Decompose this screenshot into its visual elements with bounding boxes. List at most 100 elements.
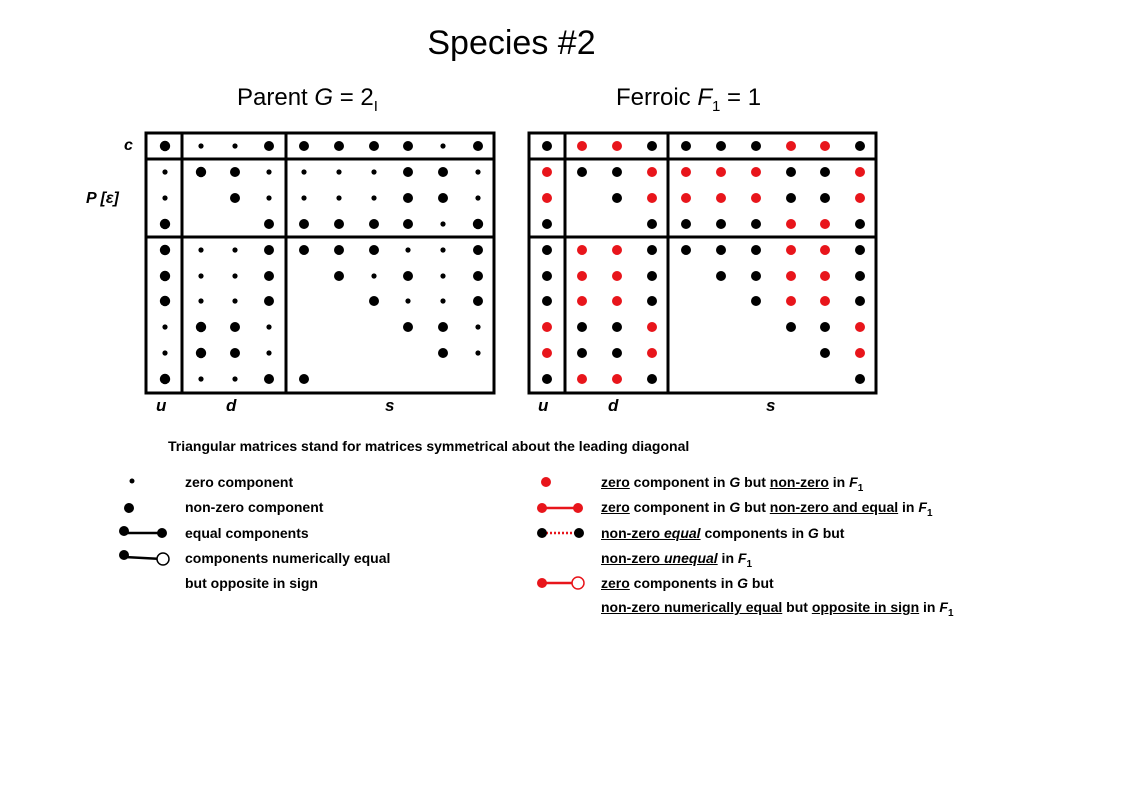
parent-dot-r7-c10 <box>473 296 483 306</box>
parent-dot-r5-c3 <box>232 247 238 253</box>
ferroic-dot-r7-c3 <box>612 296 622 306</box>
parent-dot-r8-c2 <box>195 321 207 333</box>
ferroic-dot-r3-c9 <box>820 193 830 203</box>
legend-equal-to-unequal: non-zero equal components in G but <box>601 525 845 541</box>
ferroic-dot-r7-c1 <box>542 296 552 306</box>
col-label-u-ferroic: u <box>538 396 549 415</box>
parent-dot-r6-c7 <box>371 273 377 279</box>
ferroic-dot-r4-c8 <box>786 219 796 229</box>
parent-dot-r3-c1 <box>162 195 168 201</box>
parent-dot-r7-c4 <box>264 296 274 306</box>
parent-dot-r4-c4 <box>264 219 274 229</box>
parent-dot-r1-c4 <box>264 141 274 151</box>
ferroic-dot-r8-c10 <box>855 322 865 332</box>
ferroic-dot-r1-c4 <box>647 141 657 151</box>
ferroic-dot-r3-c7 <box>751 193 761 203</box>
parent-dot-r9-c4 <box>266 350 272 356</box>
row-label-c: c <box>124 137 133 154</box>
parent-dot-r8-c3 <box>230 322 240 332</box>
parent-dot-r4-c6 <box>334 219 344 229</box>
legend-red-zero-equal: zero component in G but non-zero and equ… <box>601 499 933 519</box>
ferroic-dot-r3-c6 <box>716 193 726 203</box>
ferroic-dot-r4-c7 <box>751 219 761 229</box>
legend-opposite-sign: components numerically equal <box>185 550 391 566</box>
ferroic-dot-r5-c4 <box>647 245 657 255</box>
legend-red-opposite-icon <box>537 576 585 590</box>
parent-dot-r6-c9 <box>440 273 446 279</box>
col-label-s-ferroic: s <box>766 396 776 415</box>
ferroic-dot-r5-c3 <box>612 245 622 255</box>
legend-red-link-icon <box>537 503 583 513</box>
parent-dot-r1-c5 <box>299 141 309 151</box>
legend-red-opposite-sign-cont: non-zero numerically equal but opposite … <box>601 599 954 619</box>
parent-dot-r4-c9 <box>440 221 446 227</box>
legend-opposite-sign-cont: but opposite in sign <box>185 575 318 591</box>
legend-equal-link-icon <box>119 526 167 538</box>
ferroic-dot-r6-c1 <box>542 271 552 281</box>
parent-dot-r10-c2 <box>198 376 204 382</box>
ferroic-dot-r3-c3 <box>612 193 622 203</box>
ferroic-dot-r8-c2 <box>577 322 587 332</box>
legend-red-opposite-sign: zero components in G but <box>601 575 774 591</box>
parent-dot-r6-c2 <box>198 273 204 279</box>
ferroic-dot-r10-c4 <box>647 374 657 384</box>
col-label-s-parent: s <box>385 396 395 415</box>
ferroic-group-heading: Ferroic F1 = 1 <box>616 84 762 115</box>
ferroic-dot-r7-c9 <box>820 296 830 306</box>
parent-dot-r9-c10 <box>475 350 481 356</box>
parent-dot-r10-c4 <box>264 374 274 384</box>
ferroic-dot-r1-c10 <box>855 141 865 151</box>
parent-dot-r4-c8 <box>403 219 413 229</box>
parent-dot-r8-c10 <box>475 324 481 330</box>
parent-group-heading: Parent G = 2I <box>237 84 378 115</box>
ferroic-dot-r4-c10 <box>855 219 865 229</box>
parent-dot-r4-c10 <box>472 218 484 230</box>
parent-dot-r6-c6 <box>334 271 344 281</box>
parent-dot-r10-c3 <box>232 376 238 382</box>
legend-small-dot <box>129 478 135 484</box>
ferroic-dot-r7-c2 <box>577 296 587 306</box>
page-title: Species #2 <box>427 24 596 62</box>
parent-dot-r2-c2 <box>195 166 207 178</box>
ferroic-matrix-dots <box>542 141 865 384</box>
ferroic-dot-r2-c9 <box>820 167 830 177</box>
ferroic-dot-r8-c8 <box>786 322 796 332</box>
ferroic-dot-r8-c3 <box>612 322 622 332</box>
parent-dot-r3-c10 <box>475 195 481 201</box>
ferroic-dot-r1-c9 <box>820 141 830 151</box>
parent-dot-r2-c1 <box>162 169 168 175</box>
parent-dot-r5-c1 <box>159 244 171 256</box>
parent-dot-r5-c4 <box>264 245 274 255</box>
parent-dot-r10-c1 <box>159 373 171 385</box>
parent-dot-r5-c5 <box>299 245 309 255</box>
parent-dot-r3-c4 <box>266 195 272 201</box>
ferroic-dot-r5-c9 <box>820 245 830 255</box>
ferroic-dot-r10-c2 <box>577 374 587 384</box>
parent-dot-r8-c9 <box>438 322 448 332</box>
parent-dot-r3-c6 <box>336 195 342 201</box>
ferroic-dot-r5-c2 <box>577 245 587 255</box>
ferroic-dot-r6-c2 <box>577 271 587 281</box>
ferroic-dot-r7-c4 <box>647 296 657 306</box>
col-label-d-ferroic: d <box>608 396 619 415</box>
ferroic-dot-r3-c4 <box>647 193 657 203</box>
parent-dot-r4-c7 <box>369 219 379 229</box>
ferroic-dot-r6-c4 <box>647 271 657 281</box>
parent-dot-r7-c7 <box>369 296 379 306</box>
parent-dot-r9-c1 <box>162 350 168 356</box>
col-label-u-parent: u <box>156 396 167 415</box>
parent-dot-r2-c6 <box>336 169 342 175</box>
triangular-note: Triangular matrices stand for matrices s… <box>168 438 690 454</box>
parent-dot-r6-c1 <box>159 270 171 282</box>
parent-dot-r5-c8 <box>405 247 411 253</box>
ferroic-dot-r9-c9 <box>820 348 830 358</box>
ferroic-dot-r6-c6 <box>716 271 726 281</box>
parent-dot-r1-c3 <box>232 143 238 149</box>
parent-dot-r4-c5 <box>299 219 309 229</box>
ferroic-dot-r10-c3 <box>612 374 622 384</box>
ferroic-dot-r9-c1 <box>542 348 552 358</box>
ferroic-dot-r2-c8 <box>786 167 796 177</box>
ferroic-dot-r2-c3 <box>612 167 622 177</box>
parent-dot-r4-c1 <box>159 218 171 230</box>
ferroic-dot-r6-c3 <box>612 271 622 281</box>
